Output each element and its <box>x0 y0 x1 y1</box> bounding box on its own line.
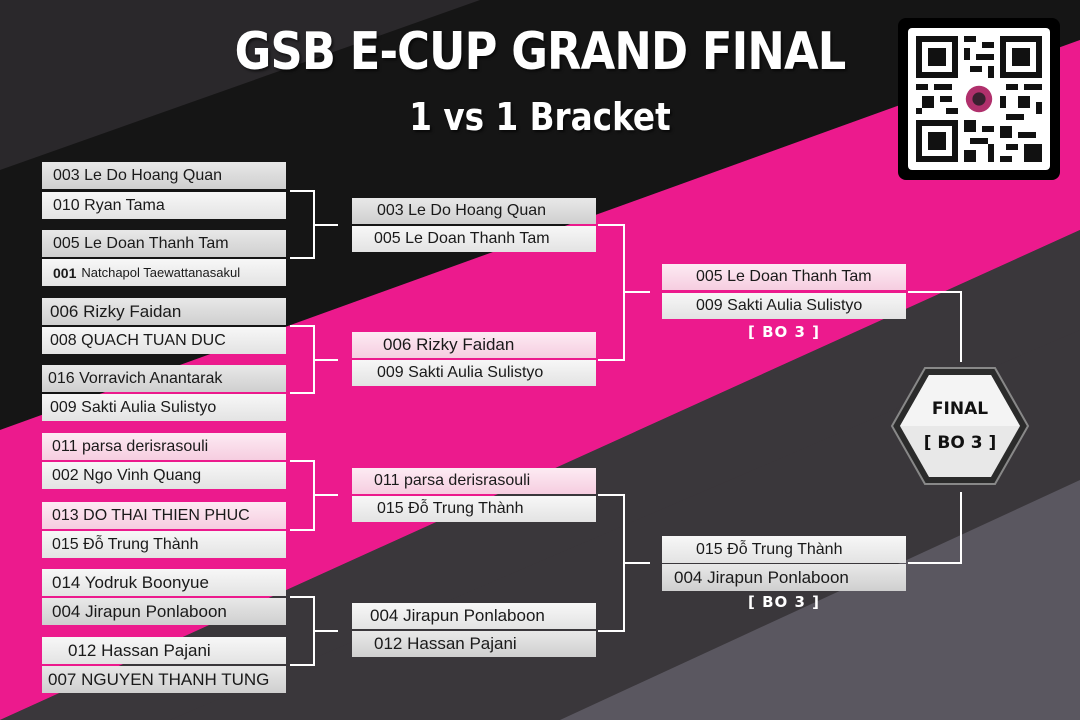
round2-slot-8: 012 Hassan Pajani <box>352 631 596 657</box>
round2-slot-5: 011 parsa derisrasouli <box>352 468 596 494</box>
semifinal-slot-4: 004 Jirapun Ponlaboon <box>662 564 906 591</box>
bracket-subtitle: 1 vs 1 Bracket <box>409 95 671 139</box>
qr-code-icon <box>916 36 1042 162</box>
round1-slot-9: 011 parsa derisrasouli <box>42 433 286 460</box>
round1-slot-6: 008 QUACH TUAN DUC <box>42 327 286 354</box>
round1-slot-1: 003 Le Do Hoang Quan <box>42 162 286 189</box>
round1-slot-10: 002 Ngo Vinh Quang <box>42 462 286 489</box>
final-format: [ BO 3 ] <box>923 433 997 453</box>
semifinal-slot-3: 015 Đỗ Trung Thành <box>662 536 906 563</box>
round1-slot-3: 005 Le Doan Thanh Tam <box>42 230 286 257</box>
round2-slot-6: 015 Đỗ Trung Thành <box>352 496 596 522</box>
round2-slot-3: 006 Rizky Faidan <box>352 332 596 358</box>
final-match: FINAL [ BO 3 ] <box>890 366 1030 486</box>
semifinal-slot-1: 005 Le Doan Thanh Tam <box>662 264 906 290</box>
round1-slot-5: 006 Rizky Faidan <box>42 298 286 325</box>
semifinal-2-format: [ BO 3 ] <box>748 593 820 611</box>
round1-slot-16: 007 NGUYEN THANH TUNG <box>42 666 286 693</box>
semifinal-1-format: [ BO 3 ] <box>748 323 820 341</box>
round1-slot-11: 013 DO THAI THIEN PHUC <box>42 502 286 529</box>
round2-slot-2: 005 Le Doan Thanh Tam <box>352 226 596 252</box>
final-label: FINAL <box>931 399 989 419</box>
semifinal-slot-2: 009 Sakti Aulia Sulistyo <box>662 293 906 319</box>
round1-slot-12: 015 Đỗ Trung Thành <box>42 531 286 558</box>
round2-slot-4: 009 Sakti Aulia Sulistyo <box>352 360 596 386</box>
round2-slot-1: 003 Le Do Hoang Quan <box>352 198 596 224</box>
event-title: GSB E-CUP GRAND FINAL <box>234 22 847 82</box>
round1-slot-7: 016 Vorravich Anantarak <box>42 365 286 392</box>
round2-slot-7: 004 Jirapun Ponlaboon <box>352 603 596 629</box>
round1-slot-2: 010 Ryan Tama <box>42 192 286 219</box>
qr-code <box>898 18 1060 180</box>
round1-slot-15: 012 Hassan Pajani <box>42 637 286 664</box>
round1-slot-8: 009 Sakti Aulia Sulistyo <box>42 394 286 421</box>
round1-slot-13: 014 Yodruk Boonyue <box>42 569 286 596</box>
seed-number: 001 <box>53 264 77 281</box>
round1-slot-14: 004 Jirapun Ponlaboon <box>42 598 286 625</box>
final-hexagon <box>890 367 1030 485</box>
